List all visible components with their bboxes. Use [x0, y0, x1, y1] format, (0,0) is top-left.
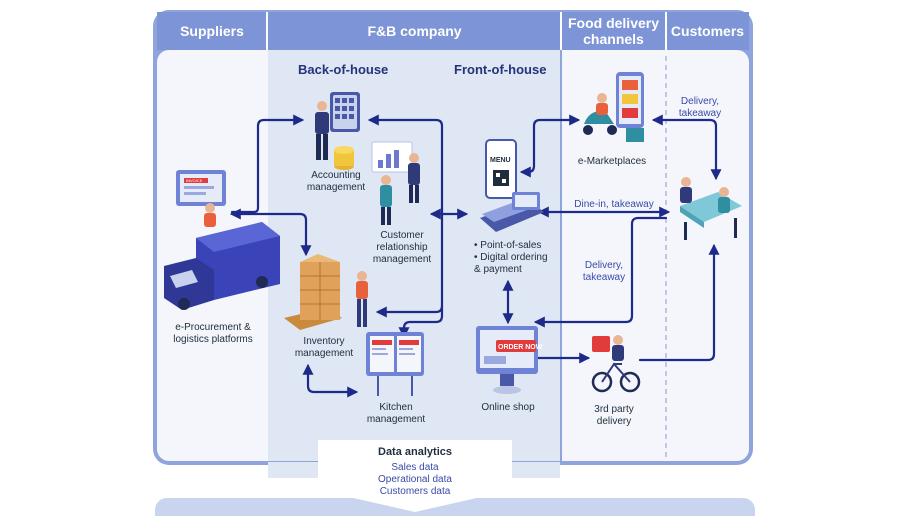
pos-terminal-icon	[480, 192, 544, 232]
header-company: F&B company	[367, 23, 462, 39]
analytics-item-sales: Sales data	[391, 462, 439, 473]
truck-icon	[164, 222, 280, 310]
scooter-phone-icon	[583, 72, 644, 142]
crm-chart-icon	[371, 141, 420, 225]
online-shop-monitor-icon: ORDER NOW	[476, 326, 543, 394]
analytics-title: Data analytics	[378, 446, 452, 458]
coins-icon	[334, 146, 354, 170]
header-customers: Customers	[670, 23, 745, 39]
label-online-shop: Online shop	[481, 402, 535, 413]
label-third-party: 3rd party delivery	[594, 404, 634, 427]
analytics-item-customers: Customers data	[379, 486, 451, 497]
dining-table-icon	[680, 177, 742, 240]
invoice-screen-icon: INVOICE	[176, 170, 226, 227]
analytics-arrow	[318, 440, 512, 512]
svg-text:INVOICE: INVOICE	[186, 178, 203, 183]
label-pos: • Point-of-sales • Digital ordering & pa…	[474, 240, 548, 275]
header-suppliers: Suppliers	[180, 23, 244, 39]
header-bar	[157, 12, 749, 50]
subheader-front-of-house: Front-of-house	[454, 62, 547, 77]
label-crm: Customer relationship management	[372, 230, 432, 265]
label-inventory: Inventory management	[294, 336, 354, 359]
boxes-pallet-icon	[284, 254, 368, 330]
svg-text:ORDER NOW: ORDER NOW	[498, 344, 543, 351]
menu-phone-icon: MENU	[485, 139, 517, 199]
kitchen-screen-icon	[366, 332, 424, 396]
label-emarketplaces: e-Marketplaces	[577, 156, 647, 167]
analytics-item-operational: Operational data	[378, 474, 452, 485]
header-delivery-channels: Food delivery channels	[567, 15, 660, 47]
label-procurement: e-Procurement & logistics platforms	[173, 322, 253, 345]
accounting-calculator-icon	[315, 92, 360, 160]
subheader-back-of-house: Back-of-house	[298, 62, 389, 77]
data-analytics: Data analytics Sales data Operational da…	[318, 440, 512, 506]
svg-text:MENU: MENU	[490, 157, 511, 164]
flow-delivery-takeaway-mid: Delivery, takeaway	[582, 260, 626, 283]
delivery-bicycle-icon	[591, 335, 641, 393]
label-kitchen: Kitchen management	[366, 402, 426, 425]
flow-dine-in: Dine-in, takeaway	[574, 199, 654, 210]
label-accounting: Accounting management	[306, 170, 366, 193]
flow-delivery-takeaway-top: Delivery, takeaway	[678, 96, 722, 119]
